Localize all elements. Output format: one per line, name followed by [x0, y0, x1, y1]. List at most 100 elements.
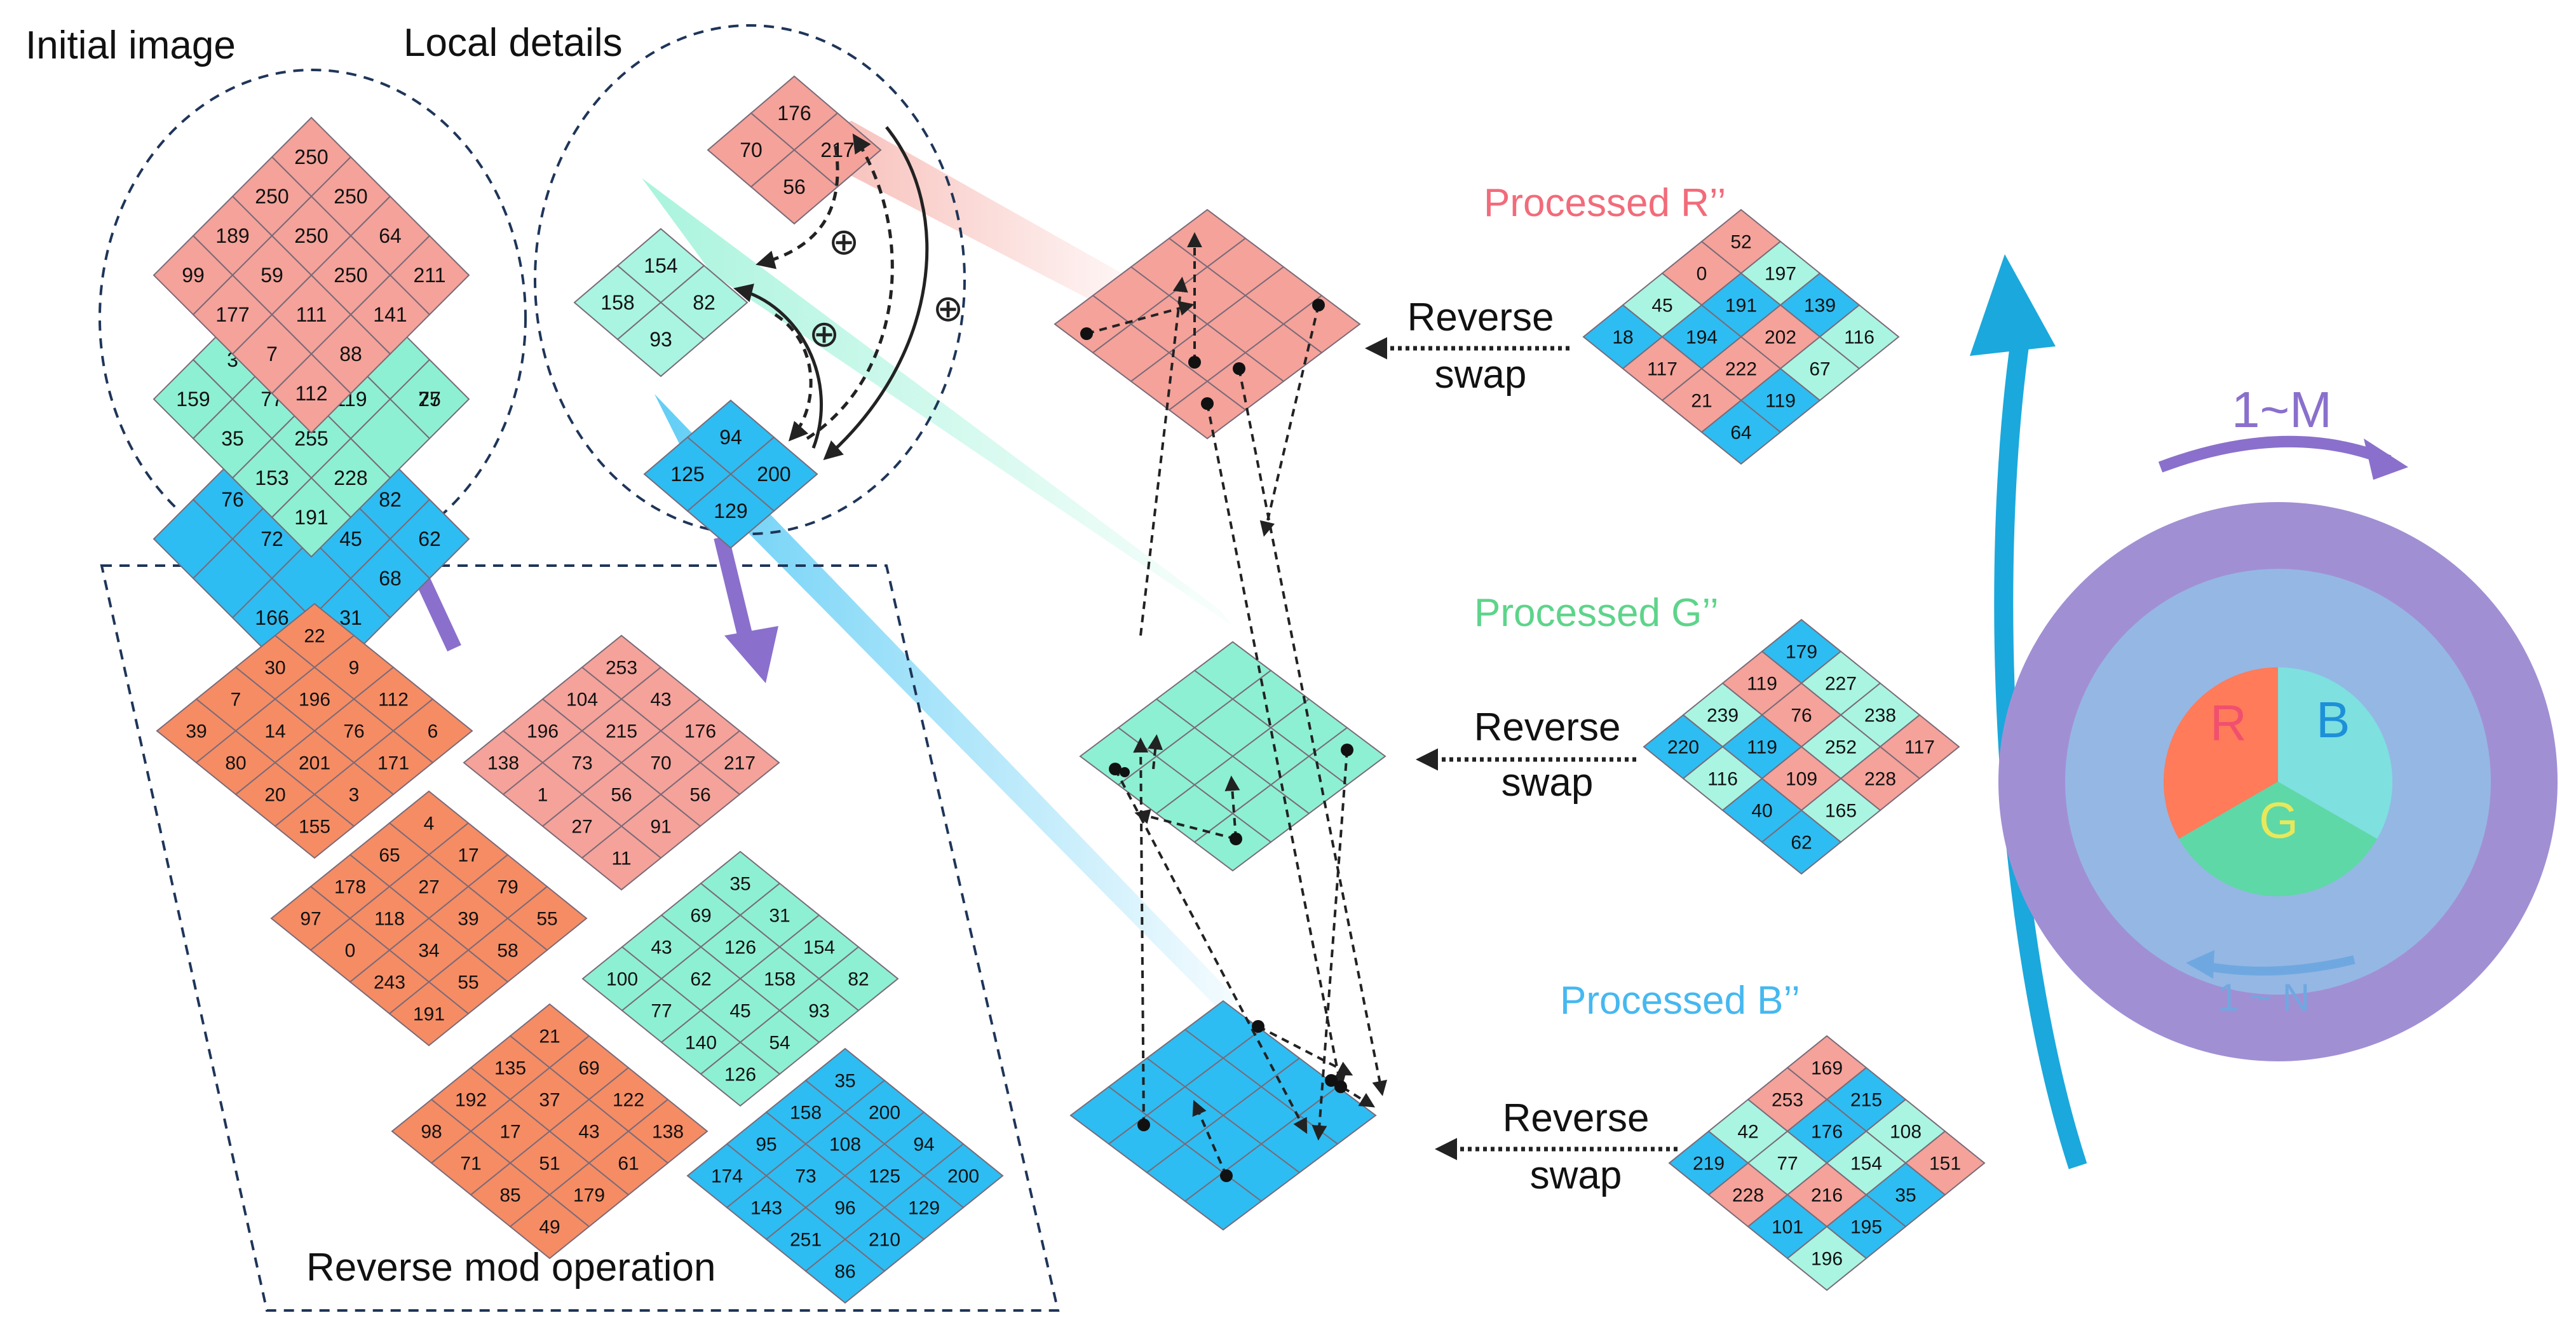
processed-r-grid-value: 116 — [1844, 327, 1874, 348]
local-green-block-value: 154 — [644, 254, 677, 277]
mod-green-value: 93 — [808, 1001, 829, 1022]
mod-red-value: 138 — [487, 753, 519, 774]
mod-orange-2-value: 17 — [458, 845, 478, 866]
local-blue-block-value: 200 — [757, 463, 790, 486]
mod-orange-1-value: 7 — [231, 690, 241, 711]
pie-label-r: R — [2210, 695, 2247, 751]
mod-red-value: 104 — [566, 690, 598, 711]
mod-blue-value: 96 — [834, 1198, 855, 1219]
mod-green-value: 77 — [651, 1001, 672, 1022]
mod-green-value: 126 — [724, 1065, 756, 1086]
mod-blue-cell — [804, 1238, 886, 1304]
mod-orange-2-value: 34 — [418, 941, 439, 962]
reverse-swap-b-swap: swap — [1530, 1154, 1622, 1197]
mod-red-value: 217 — [724, 753, 756, 774]
mod-red-value: 1 — [538, 785, 548, 806]
n-arc — [2204, 955, 2356, 976]
initial-green-layer-value: 153 — [255, 466, 288, 489]
local-details-arrows: ⊕ ⊕ ⊕ — [733, 126, 964, 460]
mod-red-value: 43 — [650, 690, 671, 711]
beam-blue — [654, 394, 1236, 1014]
local-blue-block-cell — [686, 473, 775, 549]
mod-red-value: 70 — [650, 753, 671, 774]
pie-slice-g — [2179, 782, 2377, 897]
title-labels: Initial image Local details Reverse mod … — [25, 21, 1800, 1290]
processed-r-grid-value: 119 — [1765, 391, 1796, 412]
initial-red-layer-value: 250 — [294, 146, 328, 168]
processed-r-grid-value: 194 — [1686, 327, 1718, 348]
mod-green-value: 43 — [651, 937, 672, 958]
mod-green-value: 69 — [690, 906, 711, 927]
processed-b-grid-value: 253 — [1772, 1090, 1803, 1111]
mod-orange-2-value: 55 — [536, 909, 557, 930]
down-arrow-head — [724, 626, 778, 683]
initial-green-layer-value: 35 — [221, 427, 244, 450]
initial-green-layer-value: 228 — [334, 466, 367, 489]
mod-orange-3-value: 71 — [460, 1154, 481, 1174]
mod-orange-2-value: 27 — [418, 877, 439, 898]
mod-red-value: 73 — [571, 753, 592, 774]
initial-red-layer-value: 112 — [295, 382, 327, 405]
processed-r-label: Processed R’’ — [1484, 181, 1726, 225]
mod-orange-3-value: 51 — [539, 1154, 560, 1174]
processed-r-grid-value: 222 — [1725, 359, 1757, 380]
mod-blue-value: 129 — [908, 1198, 940, 1219]
local-green-block: 154 158 82 93 — [573, 228, 749, 378]
processed-g-grid-value: 239 — [1707, 705, 1739, 726]
initial-red-layer-value: 59 — [261, 264, 283, 287]
mod-orange-1-value: 201 — [299, 753, 330, 774]
processed-g-grid-value: 238 — [1864, 705, 1896, 726]
local-green-block-value: 82 — [693, 291, 715, 314]
mod-blue-value: 200 — [869, 1103, 900, 1124]
mod-green-value: 31 — [769, 906, 790, 927]
processed-b-grid-value: 169 — [1811, 1058, 1843, 1079]
n-arc-head — [2186, 950, 2214, 979]
swap-dots — [1080, 299, 1353, 1182]
mod-blue-value: 35 — [834, 1071, 855, 1092]
plane-blue — [1069, 1000, 1377, 1231]
mod-red-value: 56 — [689, 785, 710, 806]
mod-orange-1-value: 171 — [377, 753, 409, 774]
local-red-block-value: 56 — [783, 175, 806, 198]
mod-orange-1-value: 39 — [186, 721, 207, 742]
processed-b-grid-value: 35 — [1895, 1185, 1916, 1206]
processed-g-grid-value: 62 — [1791, 833, 1812, 854]
reverse-swap-r-swap: swap — [1435, 353, 1527, 397]
initial-blue-layer-value: 166 — [255, 606, 288, 629]
initial-blue-layer-value: 45 — [339, 527, 362, 550]
initial-red-layer-value: 250 — [255, 185, 288, 208]
initial-blue-layer-value: 62 — [418, 527, 441, 550]
processed-g-label: Processed G’’ — [1474, 591, 1719, 635]
processed-b-grid-value: 228 — [1732, 1185, 1764, 1206]
xor-symbol-3: ⊕ — [809, 313, 840, 355]
reverse-swap-g-reverse: Reverse — [1474, 705, 1621, 749]
initial-blue-layer-value: 68 — [379, 567, 402, 590]
local-green-block-value: 93 — [649, 328, 672, 351]
reverse-swap-b-reverse: Reverse — [1503, 1096, 1650, 1140]
mod-orange-1-value: 14 — [264, 721, 285, 742]
initial-red-layer-value: 64 — [379, 224, 402, 247]
xor-symbol-2: ⊕ — [933, 288, 964, 329]
local-green-block-value: 158 — [600, 291, 634, 314]
mod-orange-1-value: 76 — [343, 721, 364, 742]
beam-red — [794, 121, 1150, 324]
mod-red-value: 176 — [684, 721, 716, 742]
mod-orange-1-value: 155 — [299, 817, 330, 838]
mod-orange-1-value: 9 — [349, 658, 360, 679]
processed-r-grid-value: 139 — [1804, 296, 1836, 316]
iteration-arrow-head — [1970, 254, 2056, 356]
processed-r-grid-value: 191 — [1725, 296, 1757, 316]
mod-red-value: 56 — [611, 785, 632, 806]
pie-label-g: G — [2259, 792, 2298, 848]
mod-orange-1-value: 3 — [349, 785, 360, 806]
mod-blue-value: 108 — [829, 1134, 861, 1155]
processed-r-grid-value: 64 — [1730, 423, 1751, 444]
plane-blue-cell — [1184, 1171, 1263, 1231]
